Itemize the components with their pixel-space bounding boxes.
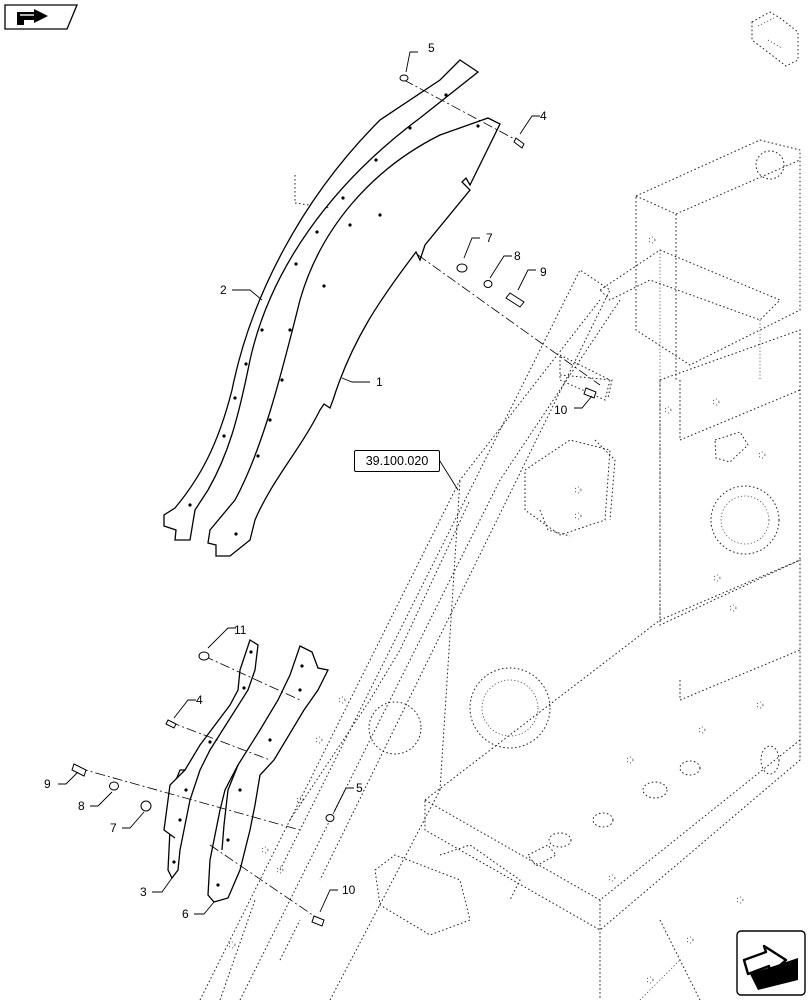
next-arrow-icon (736, 930, 806, 996)
callout-8-lower: 8 (78, 799, 85, 813)
hardware-8-upper-washer (483, 280, 493, 288)
hardware-9-lower-pin (71, 763, 87, 777)
part-6-panel (207, 645, 329, 903)
hardware-4-lower-bolt (165, 719, 177, 729)
next-nav-button[interactable] (736, 930, 806, 996)
hardware-10-lower-bushing (311, 915, 325, 927)
back-arrow-icon (4, 4, 78, 30)
callout-7-upper: 7 (486, 231, 493, 245)
upper-hardware (399, 74, 597, 399)
hardware-7-upper-washer (456, 263, 468, 273)
callout-4-lower: 4 (196, 693, 203, 707)
hardware-11-nut (198, 651, 210, 661)
callout-10-lower: 10 (342, 883, 356, 897)
callout-10-upper: 10 (554, 403, 568, 417)
hardware-9-upper-pin (505, 292, 525, 308)
callout-9-upper: 9 (540, 265, 547, 279)
lower-hardware (71, 651, 335, 927)
leader-lines (58, 51, 593, 915)
part-1-panel (207, 117, 501, 557)
hardware-10-upper-bushing (583, 387, 597, 399)
hardware-5-lower-nut (325, 814, 335, 822)
callout-numbers: 5 4 7 8 9 2 1 10 11 4 5 9 8 7 3 6 10 (44, 41, 568, 921)
callout-4-upper: 4 (540, 109, 547, 123)
callout-8-upper: 8 (514, 249, 521, 263)
part-3-panel (163, 639, 259, 880)
machine-frame (199, 11, 801, 1000)
callout-7-lower: 7 (110, 821, 117, 835)
hardware-7-lower-washer (140, 800, 152, 812)
callout-9-lower: 9 (44, 777, 51, 791)
callout-6: 6 (182, 907, 189, 921)
callout-3: 3 (140, 885, 147, 899)
hardware-5-upper-nut (399, 74, 409, 82)
reference-section-label[interactable]: 39.100.020 (354, 450, 440, 472)
hardware-4-upper-bolt (513, 137, 525, 149)
hardware-8-lower-washer (109, 781, 119, 791)
callout-5-upper: 5 (428, 41, 435, 55)
callout-1: 1 (376, 375, 383, 389)
callout-5-lower: 5 (356, 781, 363, 795)
callout-11: 11 (234, 623, 247, 637)
part-2-panel (163, 59, 480, 541)
back-nav-button[interactable] (4, 4, 78, 30)
callout-2: 2 (220, 283, 227, 297)
